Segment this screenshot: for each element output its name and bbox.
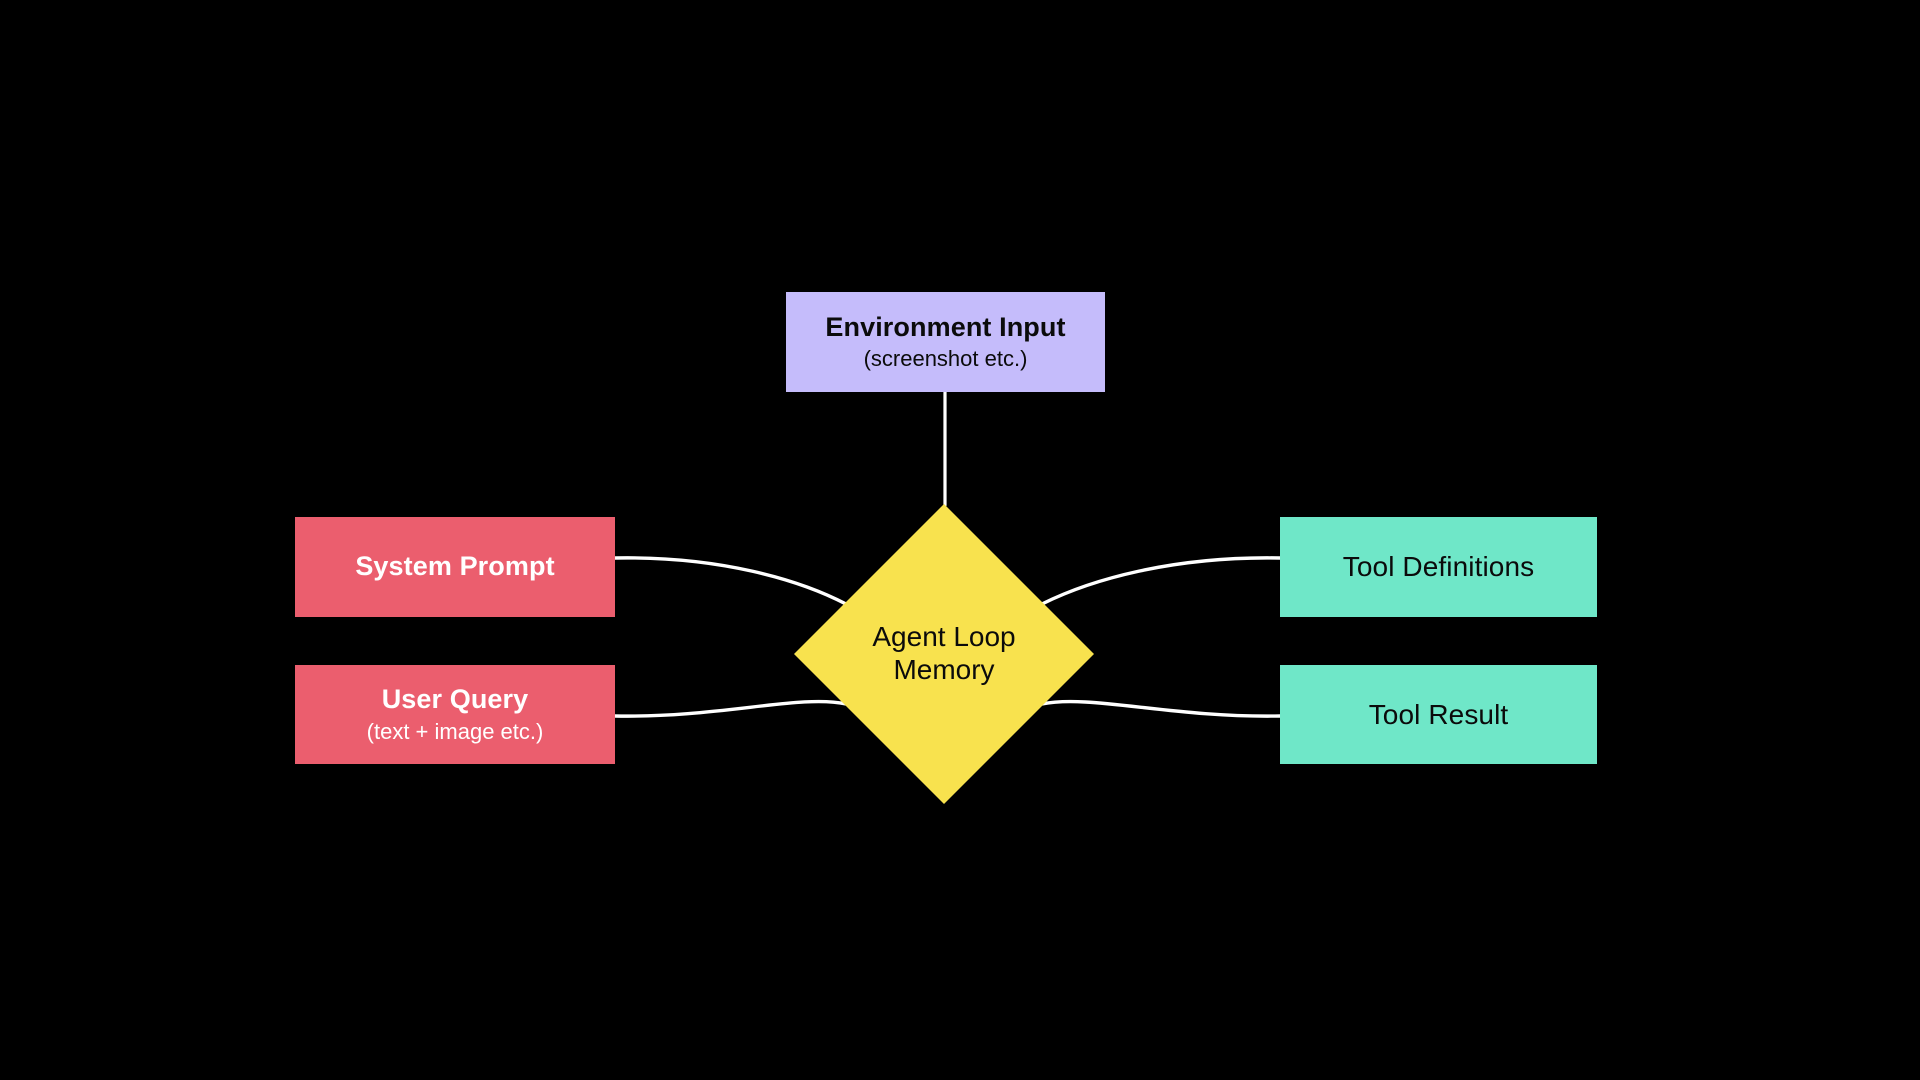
node-tool-definitions-title: Tool Definitions xyxy=(1342,551,1535,583)
node-user-query-title: User Query xyxy=(381,684,529,715)
node-agent-loop-memory-line2: Memory xyxy=(893,654,995,685)
node-agent-loop-memory-label: Agent Loop Memory xyxy=(872,621,1015,687)
node-tool-result-title: Tool Result xyxy=(1368,698,1509,730)
node-environment-input-subtitle: (screenshot etc.) xyxy=(863,346,1028,372)
node-environment-input[interactable]: Environment Input (screenshot etc.) xyxy=(786,292,1105,392)
node-tool-result[interactable]: Tool Result xyxy=(1280,665,1597,764)
node-environment-input-title: Environment Input xyxy=(825,311,1066,342)
node-system-prompt[interactable]: System Prompt xyxy=(295,517,615,617)
node-agent-loop-memory[interactable]: Agent Loop Memory xyxy=(794,504,1094,804)
node-user-query[interactable]: User Query (text + image etc.) xyxy=(295,665,615,764)
node-system-prompt-title: System Prompt xyxy=(355,551,555,582)
node-user-query-subtitle: (text + image etc.) xyxy=(366,718,544,744)
node-tool-definitions[interactable]: Tool Definitions xyxy=(1280,517,1597,617)
node-agent-loop-memory-line1: Agent Loop xyxy=(872,621,1016,653)
